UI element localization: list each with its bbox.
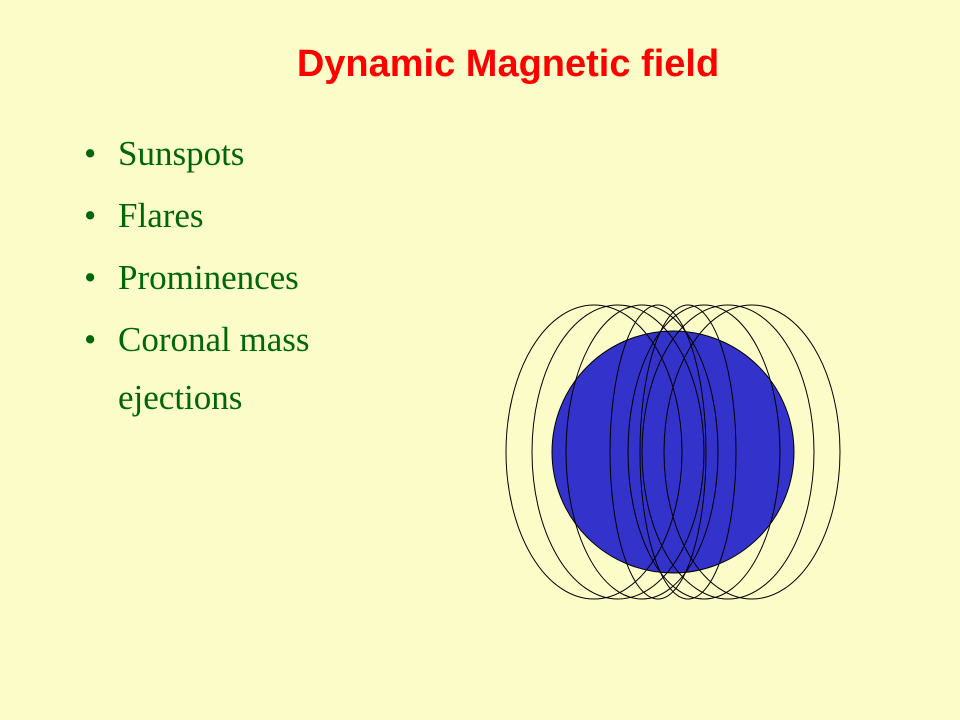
field-line [639, 304, 737, 600]
field-line [663, 304, 841, 600]
bullet-dot: • [84, 134, 97, 173]
bullet-text-sunspots: Sunspots [118, 134, 245, 173]
bullet-dot: • [84, 258, 97, 297]
sun-sphere [551, 330, 795, 574]
magnetic-field-diagram [505, 304, 841, 600]
field-line [565, 304, 719, 600]
field-lines-group [505, 304, 841, 600]
field-line [609, 304, 707, 600]
bullet-dot: • [84, 196, 97, 235]
field-line [505, 304, 683, 600]
slide-title: Dynamic Magnetic field [296, 43, 720, 85]
bullet-text-flares: Flares [118, 196, 204, 235]
field-line [641, 304, 815, 600]
bullet-text-coronal-mass: Coronal mass [118, 320, 310, 359]
field-line [627, 304, 781, 600]
bullet-text-prominences: Prominences [118, 258, 299, 297]
field-line [531, 304, 705, 600]
bullet-dot: • [84, 320, 97, 359]
bullet-continuation-ejections: ejections [118, 378, 243, 417]
